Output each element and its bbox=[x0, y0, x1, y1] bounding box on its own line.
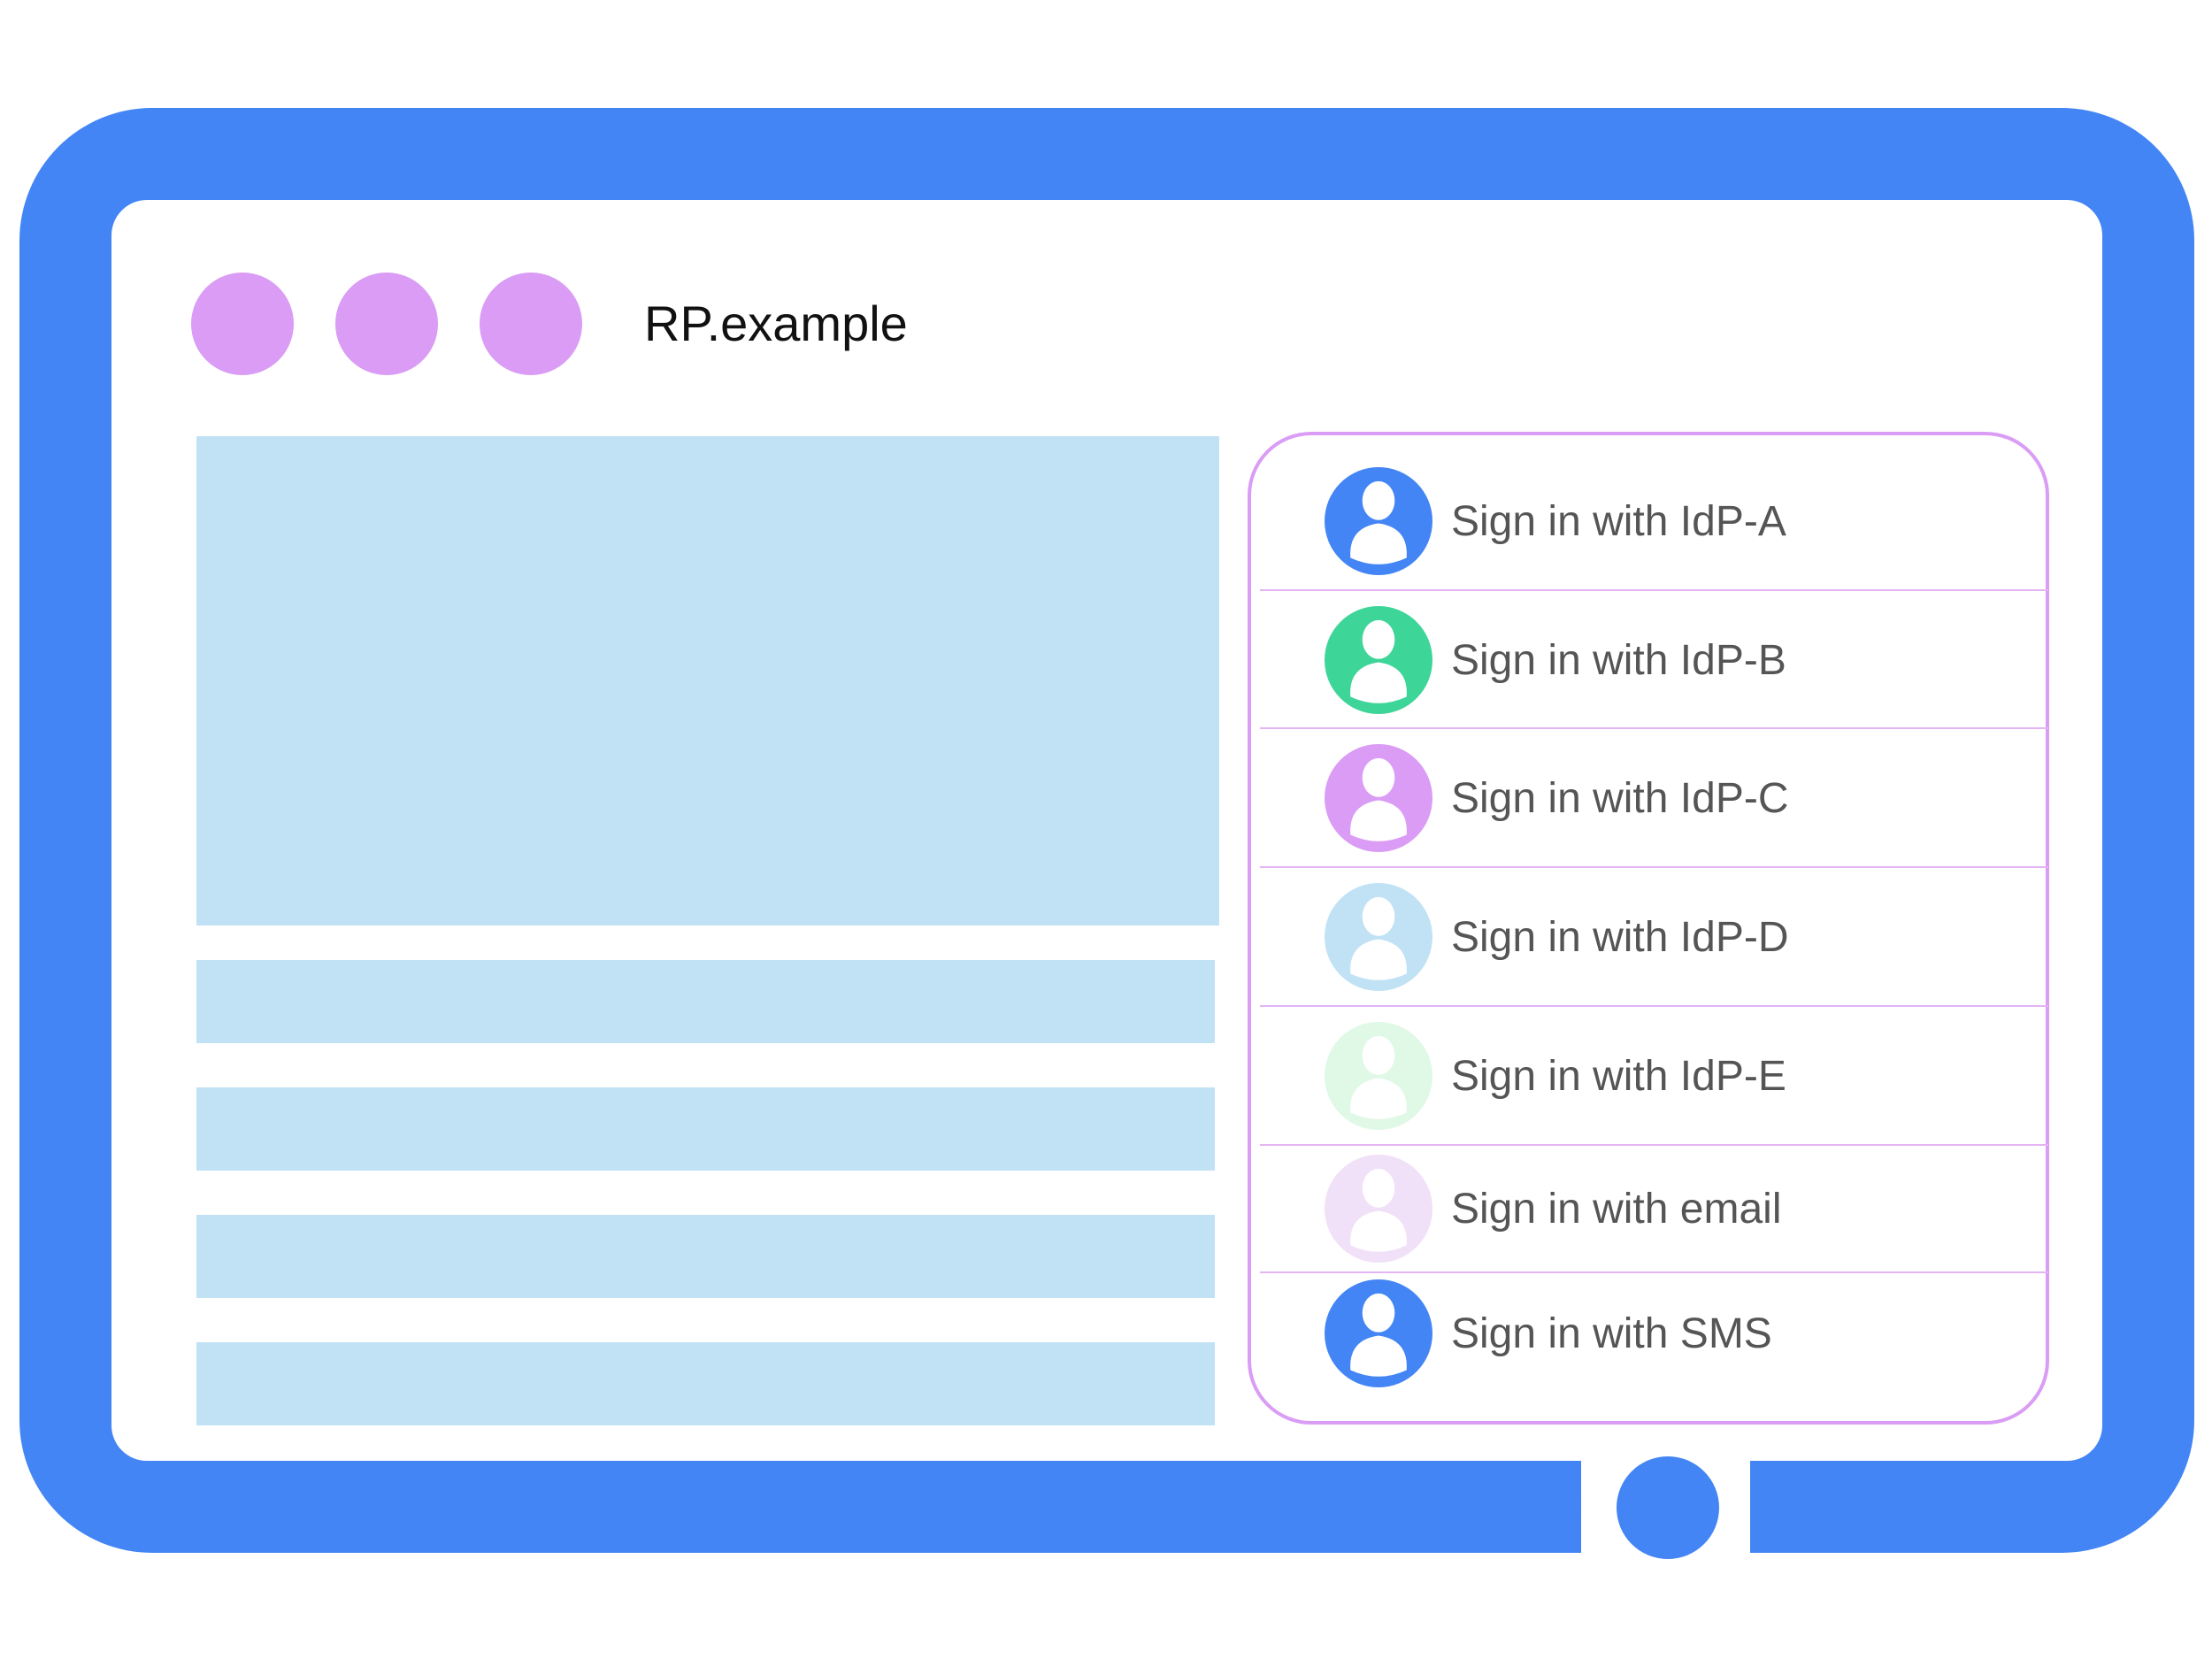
row-divider bbox=[1260, 1144, 2048, 1146]
sign-in-option[interactable]: Sign in with IdP-D bbox=[1260, 875, 2048, 999]
user-avatar-icon bbox=[1325, 467, 1432, 575]
row-divider bbox=[1260, 866, 2048, 868]
sign-in-option[interactable]: Sign in with IdP-E bbox=[1260, 1014, 2048, 1138]
sign-in-option-label: Sign in with IdP-B bbox=[1451, 636, 1786, 684]
sign-in-option-label: Sign in with IdP-D bbox=[1451, 913, 1789, 961]
sign-in-option-label: Sign in with IdP-A bbox=[1451, 497, 1786, 545]
sign-in-option[interactable]: Sign in with SMS bbox=[1260, 1271, 2048, 1395]
content-line-placeholder bbox=[196, 1087, 1215, 1171]
sign-in-option-label: Sign in with email bbox=[1451, 1185, 1782, 1233]
window-dot-2[interactable] bbox=[335, 273, 438, 375]
sign-in-option[interactable]: Sign in with IdP-C bbox=[1260, 736, 2048, 860]
window-dot-1[interactable] bbox=[191, 273, 294, 375]
row-divider bbox=[1260, 1271, 2048, 1273]
sign-in-option-label: Sign in with IdP-C bbox=[1451, 774, 1789, 822]
user-avatar-icon bbox=[1325, 883, 1432, 991]
content-line-placeholder bbox=[196, 960, 1215, 1043]
sign-in-option[interactable]: Sign in with IdP-A bbox=[1260, 459, 2048, 583]
content-line-placeholder bbox=[196, 1342, 1215, 1425]
user-avatar-icon bbox=[1325, 744, 1432, 852]
user-avatar-icon bbox=[1325, 1022, 1432, 1130]
content-image-placeholder bbox=[196, 436, 1219, 926]
home-button[interactable] bbox=[1617, 1456, 1719, 1559]
user-avatar-icon bbox=[1325, 1279, 1432, 1387]
sign-in-option[interactable]: Sign in with email bbox=[1260, 1147, 2048, 1271]
user-avatar-icon bbox=[1325, 606, 1432, 714]
row-divider bbox=[1260, 589, 2048, 591]
sign-in-option-label: Sign in with IdP-E bbox=[1451, 1052, 1786, 1100]
window-dot-3[interactable] bbox=[480, 273, 582, 375]
row-divider bbox=[1260, 727, 2048, 729]
user-avatar-icon bbox=[1325, 1155, 1432, 1263]
content-line-placeholder bbox=[196, 1215, 1215, 1298]
row-divider bbox=[1260, 1005, 2048, 1007]
sign-in-option[interactable]: Sign in with IdP-B bbox=[1260, 598, 2048, 722]
sign-in-option-label: Sign in with SMS bbox=[1451, 1310, 1772, 1357]
site-title: RP.example bbox=[644, 296, 908, 351]
